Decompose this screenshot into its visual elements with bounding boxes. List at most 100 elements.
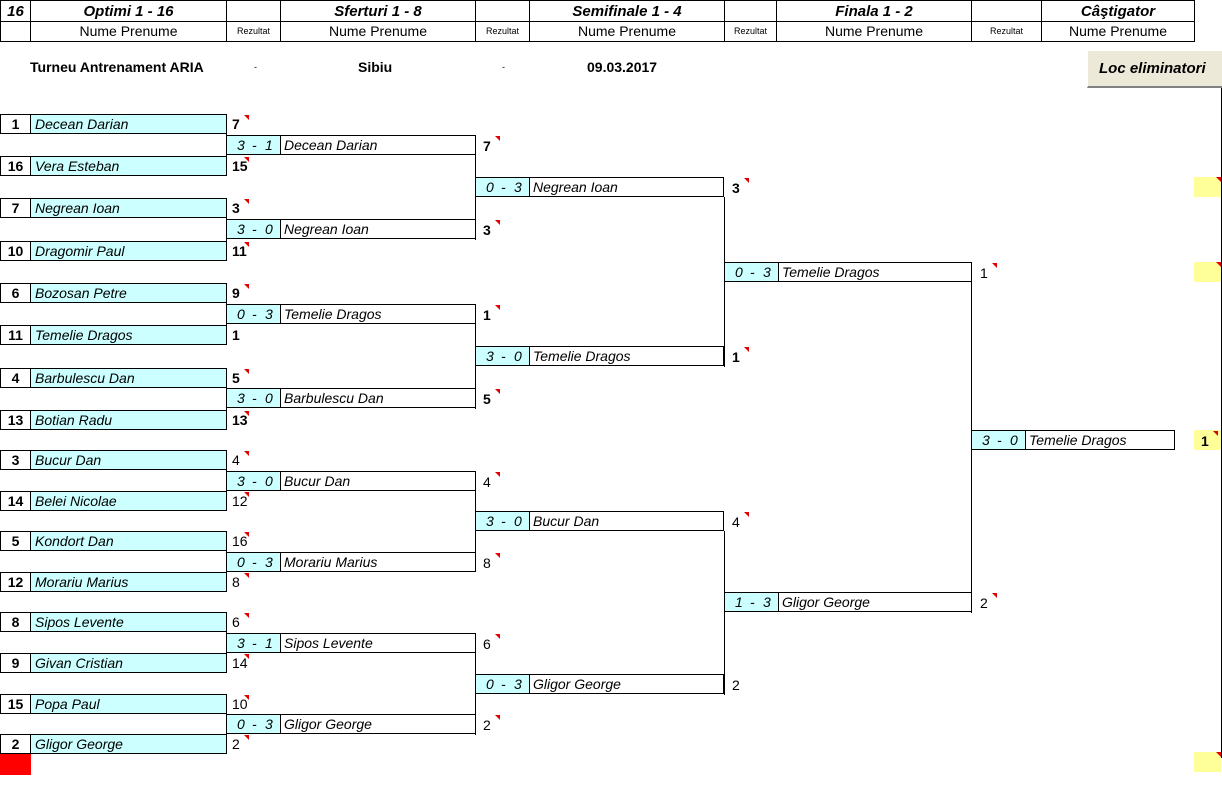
match-score: 3-1 <box>226 135 280 155</box>
player-value[interactable]: 1 <box>232 327 240 343</box>
player-name[interactable]: Givan Cristian <box>30 653 227 673</box>
match-value[interactable]: 1 <box>732 349 740 365</box>
comment-marker <box>992 593 997 598</box>
match-value[interactable]: 2 <box>980 595 988 611</box>
seed-number: 8 <box>0 612 30 632</box>
player-name[interactable]: Kondort Dan <box>30 531 227 551</box>
score-left: 0 <box>237 554 245 570</box>
winner-name[interactable]: Temelie Dragos <box>529 346 724 366</box>
winner-name[interactable]: Temelie Dragos <box>280 304 476 324</box>
winner-name[interactable]: Temelie Dragos <box>778 262 972 282</box>
score-right: 0 <box>514 513 522 529</box>
player-value[interactable]: 8 <box>232 574 240 590</box>
placement-cell <box>1194 262 1221 282</box>
score-left: 3 <box>237 473 245 489</box>
player-name[interactable]: Vera Esteban <box>30 156 227 176</box>
player-name[interactable]: Temelie Dragos <box>30 325 227 345</box>
seed-number: 4 <box>0 368 30 388</box>
player-name[interactable]: Negrean Ioan <box>30 198 227 218</box>
player-value[interactable]: 4 <box>232 452 240 468</box>
score-right: 3 <box>514 676 522 692</box>
placement-cell <box>1194 752 1221 772</box>
player-name[interactable]: Morariu Marius <box>30 572 227 592</box>
comment-marker <box>992 263 997 268</box>
match-value[interactable]: 3 <box>483 222 491 238</box>
score-left: 0 <box>486 676 494 692</box>
player-value[interactable]: 15 <box>232 158 248 174</box>
match-value[interactable]: 4 <box>732 514 740 530</box>
player-value[interactable]: 6 <box>232 614 240 630</box>
score-dash: - <box>252 137 257 153</box>
player-name[interactable]: Popa Paul <box>30 694 227 714</box>
winner-name[interactable]: Barbulescu Dan <box>280 388 476 408</box>
player-name[interactable]: Bucur Dan <box>30 450 227 470</box>
winner-name[interactable]: Negrean Ioan <box>280 219 476 239</box>
score-left: 0 <box>237 716 245 732</box>
match-value[interactable]: 3 <box>732 180 740 196</box>
player-value[interactable]: 14 <box>232 655 248 671</box>
winner-name[interactable]: Sipos Levente <box>280 633 476 653</box>
seed-number: 15 <box>0 694 30 714</box>
player-value[interactable]: 5 <box>232 370 240 386</box>
player-name[interactable]: Gligor George <box>30 734 227 754</box>
player-value[interactable]: 11 <box>232 243 247 259</box>
match-value[interactable]: 8 <box>483 555 491 571</box>
player-name[interactable]: Decean Darian <box>30 114 227 134</box>
match-value[interactable]: 2 <box>483 717 491 733</box>
winner-name[interactable]: Gligor George <box>529 674 724 694</box>
loc-eliminatori-button[interactable]: Loc eliminatori <box>1087 50 1222 88</box>
player-value[interactable]: 10 <box>232 696 248 712</box>
score-left: 3 <box>486 348 494 364</box>
red-flag-cell[interactable] <box>0 754 31 775</box>
winner-name[interactable]: Gligor George <box>280 714 476 734</box>
winner-name[interactable]: Gligor George <box>778 592 972 612</box>
winner-name[interactable]: Bucur Dan <box>280 471 476 491</box>
comment-marker <box>744 512 749 517</box>
score-left: 3 <box>237 221 245 237</box>
score-dash: - <box>252 635 257 651</box>
round-header: Sferturi 1 - 8 <box>280 0 476 22</box>
player-value[interactable]: 9 <box>232 285 240 301</box>
header-blank <box>724 0 777 22</box>
player-value[interactable]: 2 <box>232 736 240 752</box>
player-value[interactable]: 7 <box>232 116 240 132</box>
match-value[interactable]: 6 <box>483 636 491 652</box>
player-value[interactable]: 13 <box>232 412 248 428</box>
player-value[interactable]: 3 <box>232 200 240 216</box>
match-value[interactable]: 2 <box>732 677 740 693</box>
match-value[interactable]: 4 <box>483 474 491 490</box>
match-score: 0-3 <box>475 177 529 197</box>
winner-name[interactable]: Decean Darian <box>280 135 476 155</box>
winner-name[interactable]: Negrean Ioan <box>529 177 724 197</box>
score-right: 1 <box>265 635 273 651</box>
match-value[interactable]: 7 <box>483 138 491 154</box>
player-name[interactable]: Belei Nicolae <box>30 491 227 511</box>
player-value[interactable]: 12 <box>232 493 248 509</box>
comment-marker <box>244 613 249 618</box>
comment-marker <box>244 242 249 247</box>
winner-name[interactable]: Bucur Dan <box>529 511 724 531</box>
score-left: 3 <box>982 432 990 448</box>
seed-number: 13 <box>0 410 30 430</box>
separator: - <box>502 62 505 72</box>
match-value[interactable]: 5 <box>483 391 491 407</box>
winner-name[interactable]: Temelie Dragos <box>1025 430 1175 450</box>
match-value[interactable]: 1 <box>1201 433 1209 449</box>
player-name[interactable]: Barbulescu Dan <box>30 368 227 388</box>
player-name[interactable]: Bozosan Petre <box>30 283 227 303</box>
score-right: 3 <box>763 264 771 280</box>
score-right: 0 <box>514 348 522 364</box>
winner-name[interactable]: Morariu Marius <box>280 552 476 572</box>
comment-marker <box>244 532 249 537</box>
player-value[interactable]: 16 <box>232 533 248 549</box>
seed-number: 2 <box>0 734 30 754</box>
comment-marker <box>495 389 500 394</box>
comment-marker <box>744 347 749 352</box>
player-name[interactable]: Dragomir Paul <box>30 241 227 261</box>
match-value[interactable]: 1 <box>483 307 491 323</box>
comment-marker <box>244 115 249 120</box>
player-name[interactable]: Botian Radu <box>30 410 227 430</box>
match-value[interactable]: 1 <box>980 265 988 281</box>
score-dash: - <box>252 716 257 732</box>
player-name[interactable]: Sipos Levente <box>30 612 227 632</box>
